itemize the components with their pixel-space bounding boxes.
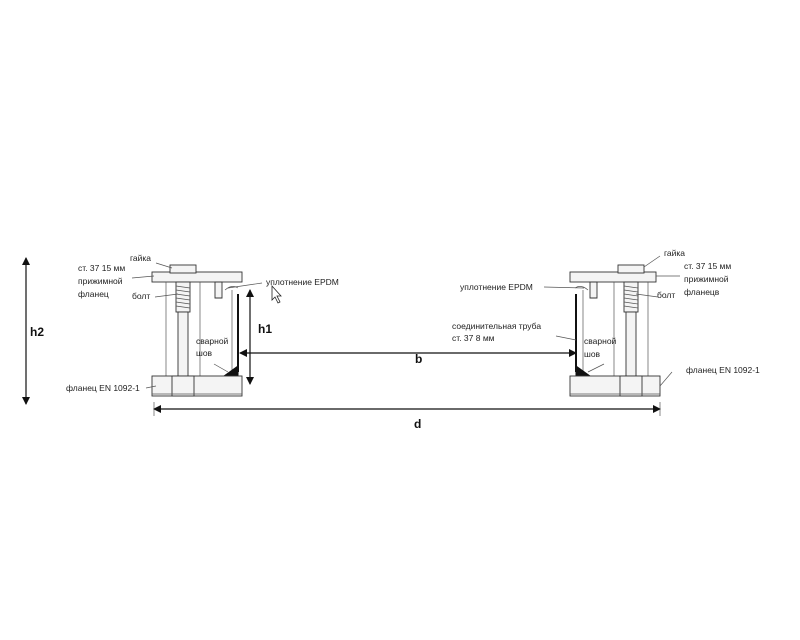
right-bolt-label: болт — [657, 290, 675, 300]
d-label: d — [414, 417, 421, 431]
right-pipe-label-1: соединительная труба — [452, 321, 541, 331]
right-bolt-thread-lines — [623, 285, 639, 309]
right-weld-label-1: сварной — [584, 336, 617, 346]
left-seal-label: уплотнение EPDM — [266, 277, 339, 287]
right-base-flange — [569, 375, 661, 397]
left-bolt-label: болт — [132, 291, 150, 301]
left-flange-label-1: ст. 37 15 мм — [78, 263, 125, 273]
right-bolt-shaft — [625, 311, 637, 377]
left-bolt-shaft — [177, 311, 189, 377]
right-flange-label-1: ст. 37 15 мм — [684, 261, 731, 271]
right-flange-label-2: прижимной — [684, 274, 729, 284]
left-nut — [169, 264, 197, 274]
right-bolt-head — [619, 375, 643, 397]
right-epdm-seal — [589, 281, 598, 299]
b-label: b — [415, 352, 422, 366]
left-base-flange — [151, 375, 243, 397]
left-assembly — [151, 264, 243, 397]
right-flange-label-3: фланецв — [684, 287, 720, 297]
right-clamping-flange — [569, 271, 657, 283]
right-pipe-label-2: ст. 37 8 мм — [452, 333, 495, 343]
left-seal-lip — [224, 286, 239, 291]
right-seal-lip — [574, 286, 589, 291]
left-bolt-head — [171, 375, 195, 397]
left-base-flange-label: фланец EN 1092-1 — [66, 383, 140, 393]
left-flange-label-3: фланец — [78, 289, 109, 299]
left-nut-label: гайка — [130, 253, 151, 263]
right-weld-label-2: шов — [584, 349, 601, 359]
right-base-flange-label: фланец EN 1092-1 — [686, 365, 760, 375]
right-nut — [617, 264, 645, 274]
h2-label: h2 — [30, 325, 44, 339]
left-bolt-thread-lines — [175, 285, 191, 309]
h1-label: h1 — [258, 322, 272, 336]
left-weld-label-1: сварной — [196, 336, 229, 346]
left-weld-label-2: шов — [196, 348, 213, 358]
right-assembly — [569, 264, 661, 397]
mouse-cursor-icon — [271, 284, 282, 304]
left-epdm-seal — [214, 281, 223, 299]
left-clamping-flange — [151, 271, 243, 283]
right-seal-label: уплотнение EPDM — [460, 282, 533, 292]
left-flange-label-2: прижимной — [78, 276, 123, 286]
leader-lines — [131, 255, 680, 389]
dimension-lines — [22, 257, 661, 416]
right-nut-label: гайка — [664, 248, 685, 258]
